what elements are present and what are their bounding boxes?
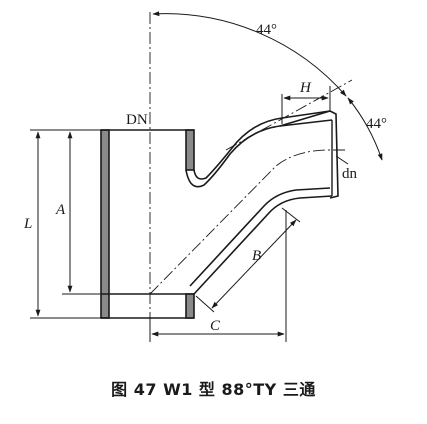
label-dn-branch: dn [342, 166, 358, 182]
angle-arcs [152, 11, 383, 161]
main-pipe-right-wall-upper [185, 129, 195, 171]
centerlines [149, 12, 353, 338]
branch-lower-wall-outer [193, 195, 333, 295]
dim-b-ext-high [281, 207, 301, 223]
dim-b-ext-low [195, 295, 215, 313]
branch-body [185, 110, 339, 295]
figure-caption: 图 47 W1 型 88°TY 三通 [111, 380, 316, 399]
branch-axis-line [225, 79, 353, 151]
branch-socket [279, 110, 339, 199]
branch-lower-wall-inner [189, 187, 331, 287]
label-dn-main: DN [126, 112, 148, 128]
label-angle-side: 44° [366, 116, 387, 132]
main-pipe-right-wall-lower [185, 293, 195, 319]
label-dim-b: B [252, 248, 261, 264]
label-dim-a: A [55, 202, 66, 218]
branch-upper-wall-inner [193, 110, 331, 180]
label-angle-top: 44° [256, 22, 277, 38]
dim-b-line [211, 219, 297, 309]
angle-arc-top [152, 11, 347, 97]
angle-arc-side [347, 97, 383, 161]
dimensions [30, 86, 349, 342]
branch-centerline [149, 149, 345, 295]
label-dim-h: H [299, 80, 312, 96]
label-dim-l: L [23, 216, 32, 232]
main-pipe [100, 129, 195, 319]
main-pipe-left-wall [100, 129, 110, 319]
dn-leader [335, 155, 349, 165]
label-dim-c: C [210, 318, 221, 334]
